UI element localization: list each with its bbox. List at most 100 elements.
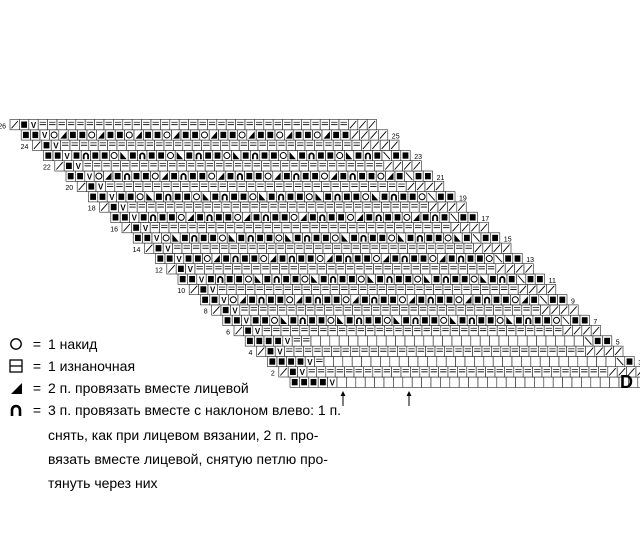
stitch-cell bbox=[458, 376, 469, 388]
stitch-cell bbox=[269, 263, 280, 275]
stitch-cell bbox=[422, 222, 433, 234]
stitch-cell bbox=[300, 222, 311, 234]
stitch-cell bbox=[315, 253, 326, 264]
stitch-cell bbox=[422, 273, 433, 285]
stitch-cell bbox=[198, 232, 209, 244]
stitch-cell bbox=[469, 273, 480, 285]
stitch-cell bbox=[515, 376, 526, 388]
stitch-cell bbox=[278, 314, 289, 326]
stitch-cell bbox=[492, 356, 503, 367]
stitch-cell bbox=[389, 304, 400, 316]
stitch-cell bbox=[248, 304, 259, 316]
stitch-cell bbox=[135, 191, 146, 203]
stitch-cell bbox=[210, 191, 221, 203]
stitch-cell bbox=[382, 263, 393, 275]
stitch-cell bbox=[226, 232, 237, 244]
stitch-cell bbox=[493, 253, 504, 264]
stitch-cell bbox=[76, 181, 87, 192]
stitch-cell bbox=[258, 304, 269, 316]
stitch-cell bbox=[284, 294, 295, 306]
stitch-cell bbox=[397, 345, 408, 357]
stitch-cell bbox=[555, 335, 566, 347]
stitch-cell bbox=[432, 335, 443, 347]
stitch-cell bbox=[379, 242, 390, 254]
stitch-cell: V bbox=[73, 160, 84, 172]
stitch-cell bbox=[240, 150, 251, 161]
stitch-cell bbox=[320, 283, 331, 295]
stitch-cell bbox=[486, 263, 497, 275]
stitch-cell bbox=[114, 181, 125, 192]
stitch-cell bbox=[410, 314, 421, 326]
stitch-cell bbox=[268, 253, 279, 264]
stitch-cell bbox=[431, 222, 442, 234]
stitch-cell bbox=[306, 150, 317, 161]
stitch-cell bbox=[545, 335, 556, 347]
stitch-cell bbox=[201, 139, 212, 151]
stitch-cell bbox=[129, 160, 140, 172]
stitch-cell bbox=[262, 222, 273, 234]
stitch-cell bbox=[118, 150, 129, 161]
stitch-cell bbox=[189, 232, 200, 244]
row-number: 26 bbox=[0, 123, 6, 130]
stitch-cell bbox=[202, 253, 213, 264]
stitch-cell bbox=[108, 201, 119, 213]
stitch-cell bbox=[404, 170, 415, 182]
stitch-cell bbox=[413, 222, 424, 234]
stitch-cell bbox=[509, 345, 520, 357]
stitch-cell bbox=[228, 242, 239, 254]
stitch-cell bbox=[375, 273, 386, 285]
stitch-cell bbox=[326, 211, 337, 223]
stitch-cell bbox=[362, 253, 373, 264]
stitch-cell bbox=[504, 314, 515, 326]
stitch-cell bbox=[288, 263, 299, 275]
stitch-cell bbox=[30, 129, 41, 141]
stitch-cell bbox=[135, 139, 146, 151]
stitch-cell bbox=[400, 201, 411, 213]
stitch-cell bbox=[354, 263, 365, 275]
stitch-cell bbox=[159, 170, 170, 182]
stitch-cell bbox=[384, 325, 395, 337]
row-number: 25 bbox=[392, 134, 400, 141]
stitch-cell bbox=[221, 150, 232, 161]
stitch-cell bbox=[148, 160, 159, 172]
stitch-cell bbox=[472, 294, 483, 306]
stitch-cell bbox=[312, 129, 323, 141]
stitch-cell bbox=[203, 150, 214, 161]
stitch-cell bbox=[223, 160, 234, 172]
stitch-cell bbox=[342, 139, 353, 151]
stitch-cell: V bbox=[140, 222, 151, 234]
stitch-cell bbox=[400, 150, 411, 161]
stitch-cell bbox=[386, 232, 397, 244]
stitch-cell bbox=[408, 356, 419, 367]
stitch-cell bbox=[385, 170, 396, 182]
row-number: 18 bbox=[88, 206, 96, 213]
stitch-cell bbox=[431, 273, 442, 285]
stitch-cell bbox=[316, 263, 327, 275]
stitch-cell bbox=[260, 263, 271, 275]
legend-continuation-line: снять, как при лицевом вязании, 2 п. про… bbox=[48, 427, 319, 443]
stitch-cell bbox=[390, 201, 401, 213]
stitch-cell bbox=[427, 253, 438, 264]
stitch-cell bbox=[285, 191, 296, 203]
stitch-cell bbox=[391, 314, 402, 326]
stitch-cell bbox=[373, 263, 384, 275]
stitch-cell bbox=[421, 325, 432, 337]
stitch-cell bbox=[297, 314, 308, 326]
stitch-cell bbox=[566, 345, 577, 357]
stitch-cell bbox=[448, 263, 459, 275]
stitch-cell bbox=[449, 325, 460, 337]
stitch-cell bbox=[371, 304, 382, 316]
stitch-cell bbox=[428, 366, 439, 378]
stitch-cell bbox=[453, 345, 464, 357]
stitch-cell bbox=[457, 366, 468, 378]
stitch-cell bbox=[328, 170, 339, 182]
stitch-cell: V bbox=[185, 263, 196, 275]
stitch-cell bbox=[330, 232, 341, 244]
stitch-cell bbox=[502, 356, 513, 367]
stitch-cell bbox=[342, 304, 353, 316]
stitch-cell bbox=[388, 294, 399, 306]
stitch-cell bbox=[105, 129, 116, 141]
stitch-cell: V bbox=[84, 170, 95, 182]
stitch-cell bbox=[267, 304, 278, 316]
svg-text:V: V bbox=[154, 234, 160, 243]
